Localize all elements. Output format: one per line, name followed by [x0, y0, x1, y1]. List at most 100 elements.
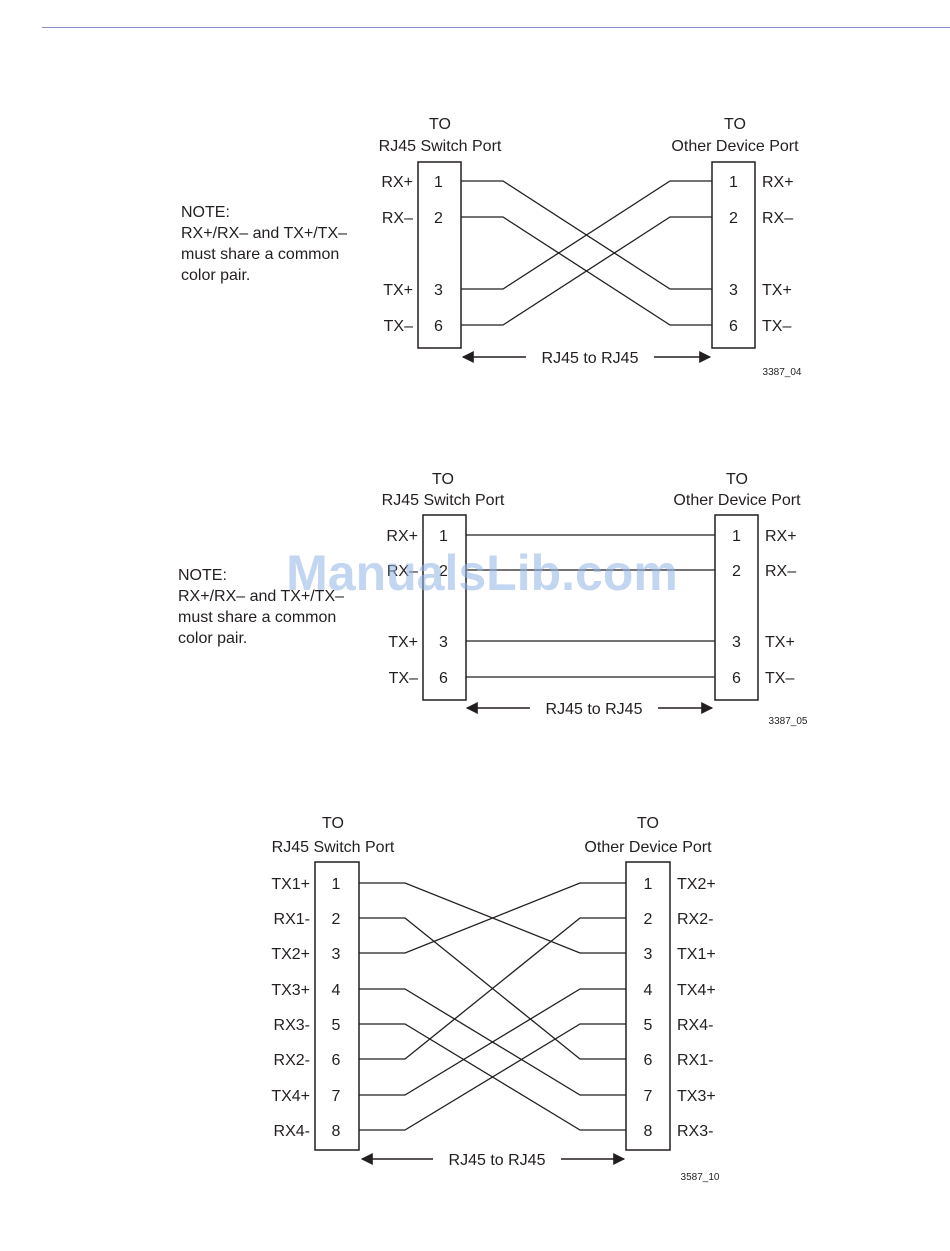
switch-port-connector [417, 161, 462, 349]
left-pin-number: 1 [439, 528, 448, 545]
right-pin-signal: TX– [765, 670, 794, 687]
figure-reference: 3387_05 [769, 716, 808, 727]
note-line: color pair. [181, 267, 251, 284]
right-pin-number: 2 [644, 911, 653, 928]
right-pin-number: 6 [729, 318, 738, 335]
left-pin-number: 1 [332, 876, 341, 893]
left-header-title: RJ45 Switch Port [379, 138, 502, 155]
left-pin-number: 6 [332, 1052, 341, 1069]
left-pin-number: 1 [434, 174, 443, 191]
right-header-title: Other Device Port [673, 492, 801, 509]
diagram-2-note: NOTE: RX+/RX– and TX+/TX– must share a c… [178, 565, 344, 649]
right-pin-number: 7 [644, 1088, 653, 1105]
left-pin-signal: TX– [389, 670, 418, 687]
cable-label: RJ45 to RJ45 [546, 701, 643, 718]
left-pin-number: 3 [434, 282, 443, 299]
left-pin-number: 3 [439, 634, 448, 651]
right-pin-number: 6 [732, 670, 741, 687]
left-pin-signal: TX3+ [271, 982, 310, 999]
page-top-rule [42, 27, 950, 28]
right-pin-number: 8 [644, 1123, 653, 1140]
note-line: color pair. [178, 630, 248, 647]
left-pin-signal: RX+ [381, 174, 413, 191]
left-pin-number: 7 [332, 1088, 341, 1105]
left-header-to: TO [429, 116, 451, 133]
diagram-1-note: NOTE: RX+/RX– and TX+/TX– must share a c… [181, 202, 347, 286]
device-port-connector [714, 514, 759, 701]
right-pin-signal: TX+ [765, 634, 795, 651]
switch-port-connector [314, 861, 360, 1151]
right-pin-number: 5 [644, 1017, 653, 1034]
figure-reference: 3587_10 [681, 1172, 720, 1183]
note-line: NOTE: [178, 567, 227, 584]
left-pin-signal: RX3- [274, 1017, 310, 1034]
right-pin-signal: TX2+ [677, 876, 716, 893]
left-pin-signal: RX4- [274, 1123, 310, 1140]
right-pin-number: 2 [729, 210, 738, 227]
left-pin-number: 5 [332, 1017, 341, 1034]
wire [359, 988, 626, 1096]
right-pin-signal: TX3+ [677, 1088, 716, 1105]
left-pin-number: 2 [332, 911, 341, 928]
left-pin-signal: RX1- [274, 911, 310, 928]
right-pin-number: 1 [729, 174, 738, 191]
right-pin-signal: RX3- [677, 1123, 713, 1140]
note-line: must share a common [178, 609, 337, 626]
figure-reference: 3387_04 [763, 367, 802, 378]
wire [461, 180, 712, 290]
note-line: must share a common [181, 246, 340, 263]
right-pin-signal: RX– [762, 210, 793, 227]
right-pin-signal: RX+ [762, 174, 794, 191]
right-pin-signal: RX+ [765, 528, 797, 545]
left-pin-number: 6 [434, 318, 443, 335]
right-pin-signal: RX– [765, 563, 796, 580]
note-line: RX+/RX– and TX+/TX– [181, 225, 348, 242]
left-pin-signal: TX4+ [271, 1088, 310, 1105]
left-pin-number: 6 [439, 670, 448, 687]
cable-label: RJ45 to RJ45 [542, 350, 639, 367]
right-header-to: TO [726, 471, 748, 488]
switch-port-connector [422, 514, 467, 701]
right-header-title: Other Device Port [584, 839, 712, 856]
wire [359, 917, 626, 1060]
right-header-to: TO [637, 815, 659, 832]
right-pin-signal: RX2- [677, 911, 713, 928]
right-pin-signal: TX+ [762, 282, 792, 299]
right-pin-signal: TX1+ [677, 946, 716, 963]
left-header-title: RJ45 Switch Port [272, 839, 395, 856]
device-port-connector [711, 161, 756, 349]
right-header-to: TO [724, 116, 746, 133]
right-pin-signal: RX1- [677, 1052, 713, 1069]
left-pin-number: 8 [332, 1123, 341, 1140]
wire [461, 216, 712, 326]
left-pin-signal: RX– [382, 210, 413, 227]
left-pin-signal: TX1+ [271, 876, 310, 893]
left-pin-signal: RX2- [274, 1052, 310, 1069]
left-pin-signal: TX2+ [271, 946, 310, 963]
device-port-connector [625, 861, 671, 1151]
note-line: RX+/RX– and TX+/TX– [178, 588, 345, 605]
wire [359, 1023, 626, 1131]
left-pin-number: 4 [332, 982, 341, 999]
left-header-to: TO [432, 471, 454, 488]
left-pin-signal: TX+ [388, 634, 418, 651]
watermark: ManualsLib.com [286, 545, 678, 601]
left-pin-signal: RX+ [386, 528, 418, 545]
wire [359, 882, 626, 954]
note-line: NOTE: [181, 204, 230, 221]
right-pin-number: 6 [644, 1052, 653, 1069]
right-pin-number: 2 [732, 563, 741, 580]
left-pin-number: 3 [332, 946, 341, 963]
right-pin-number: 4 [644, 982, 653, 999]
left-pin-number: 2 [434, 210, 443, 227]
right-pin-signal: RX4- [677, 1017, 713, 1034]
left-pin-signal: RX– [387, 563, 418, 580]
right-pin-number: 3 [729, 282, 738, 299]
left-header-title: RJ45 Switch Port [382, 492, 505, 509]
right-pin-signal: TX– [762, 318, 791, 335]
left-header-to: TO [322, 815, 344, 832]
